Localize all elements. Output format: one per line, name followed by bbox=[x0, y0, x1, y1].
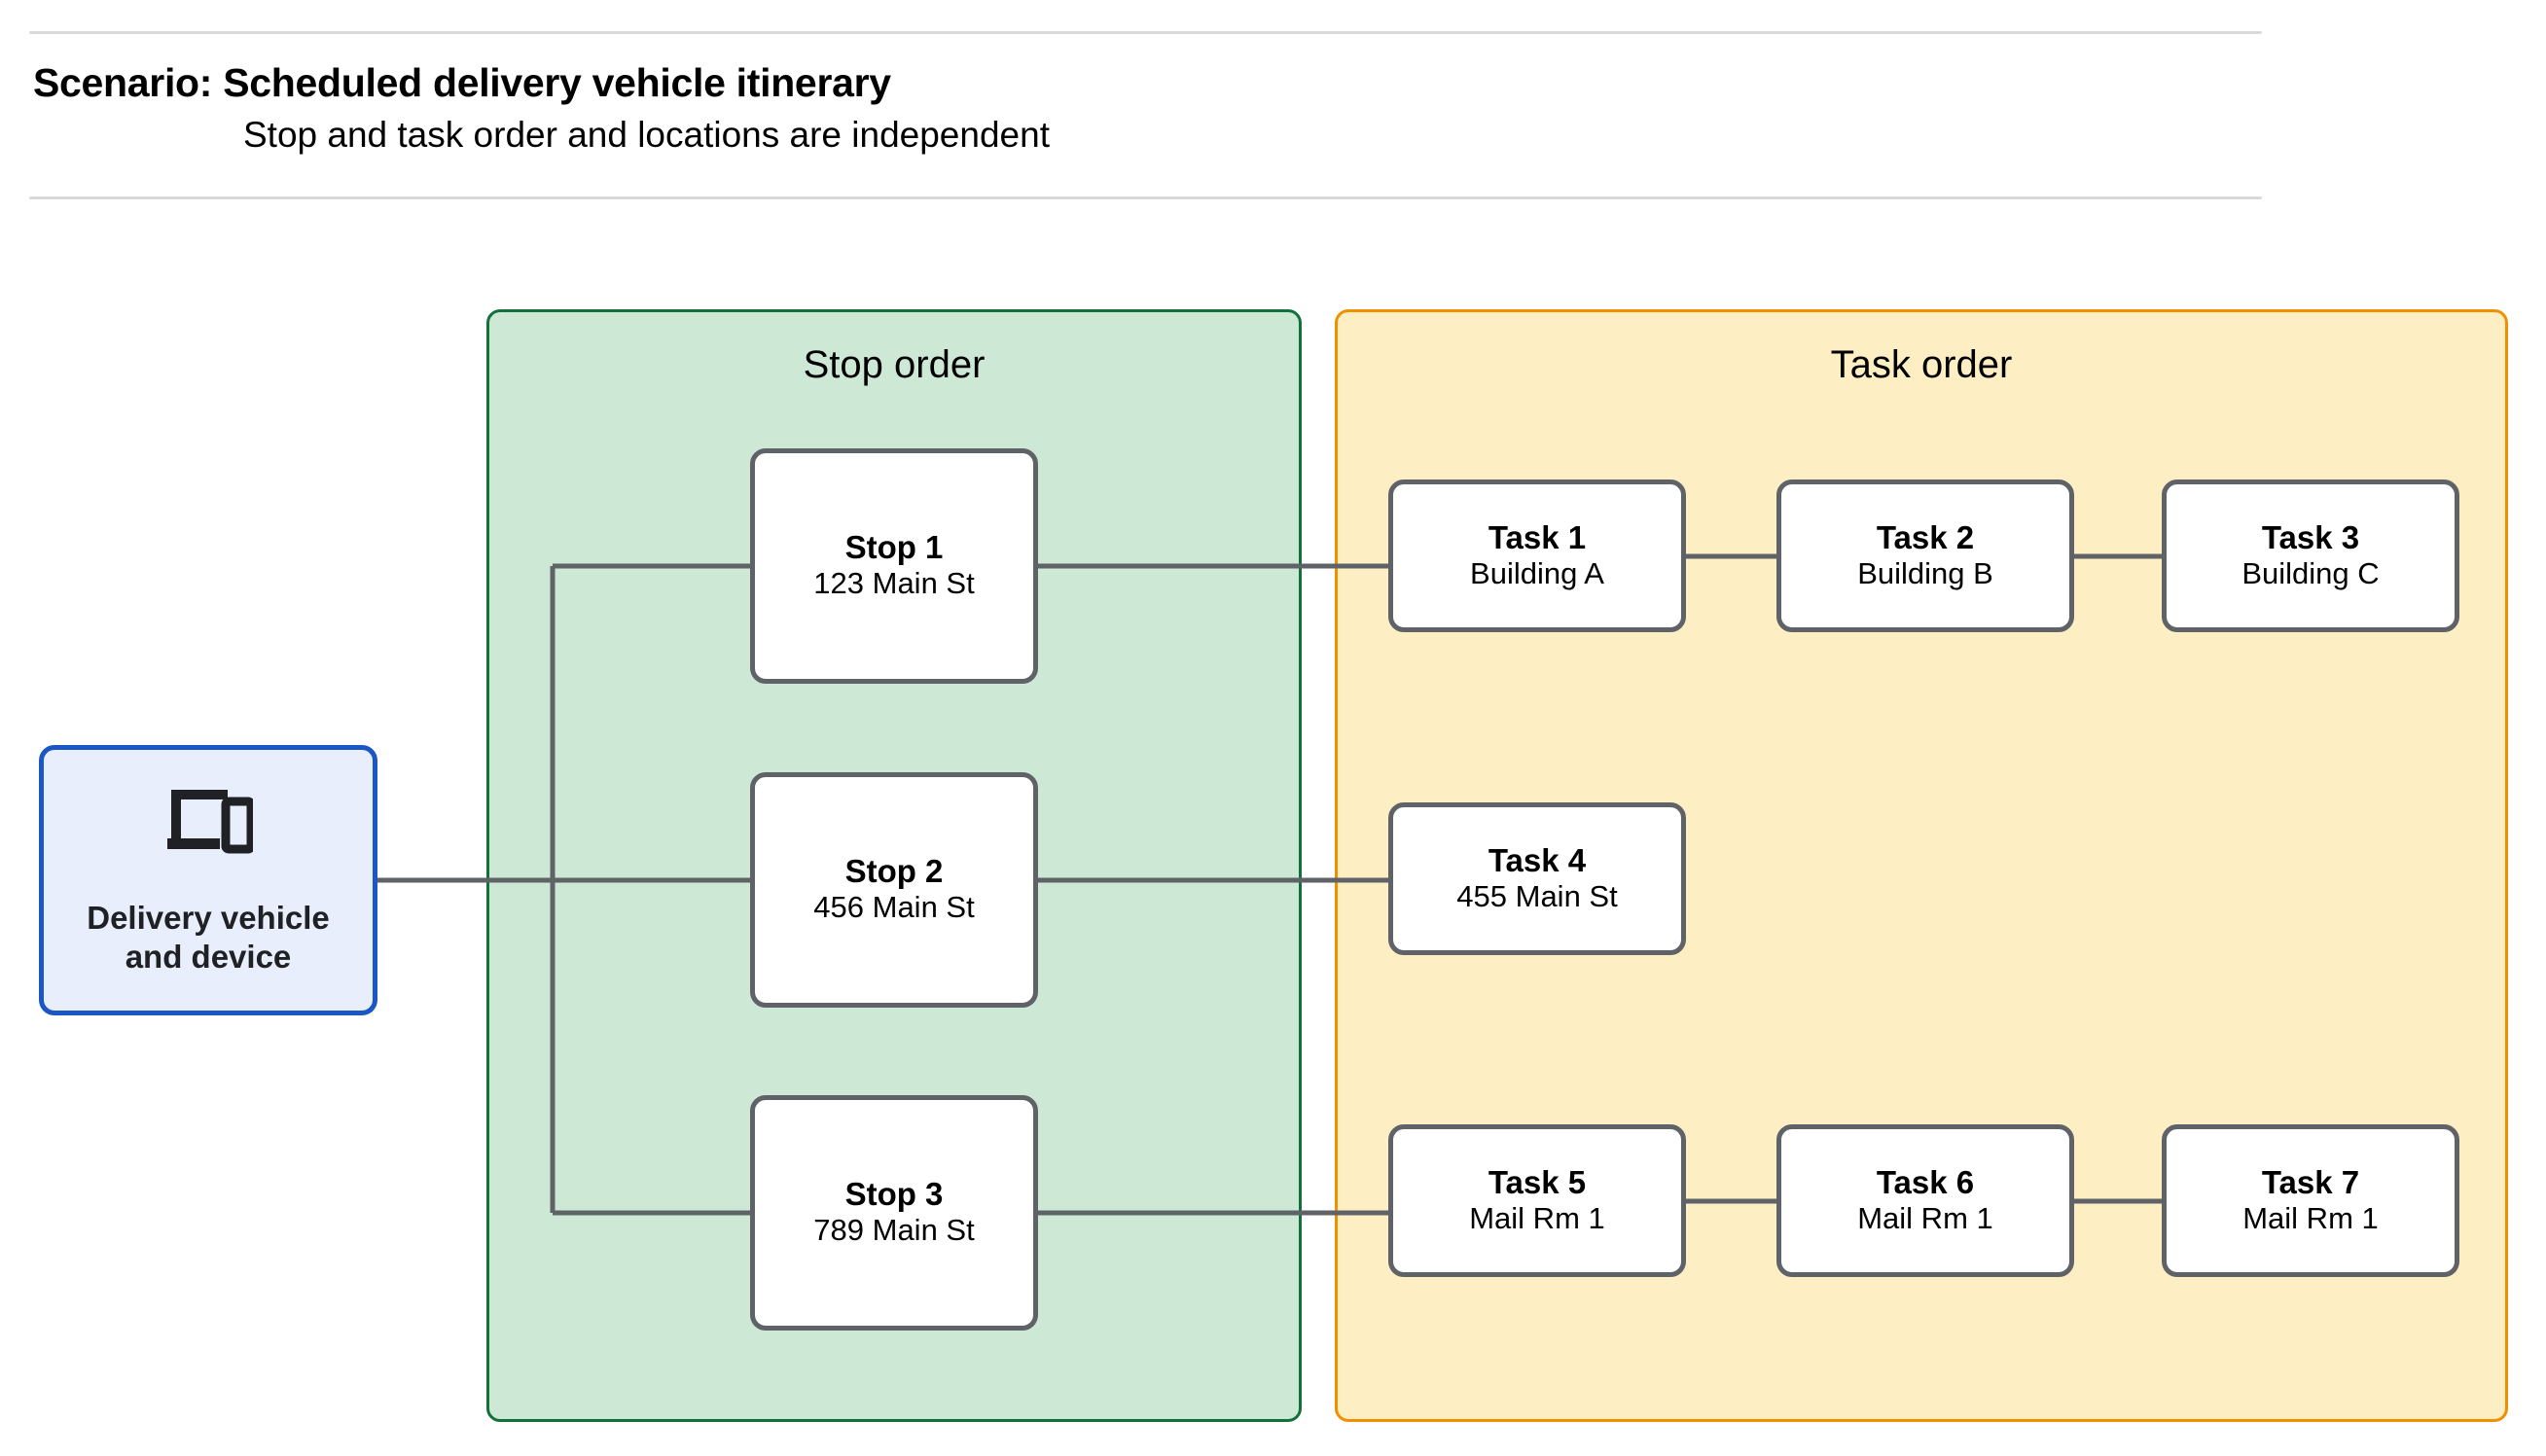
task-node-location: Building B bbox=[1857, 555, 1993, 590]
task-node-title: Task 7 bbox=[2261, 1163, 2360, 1200]
stop-node-title: Stop 1 bbox=[844, 529, 944, 566]
task-node-title: Task 4 bbox=[1488, 841, 1587, 878]
task-node-location: Mail Rm 1 bbox=[2242, 1200, 2379, 1235]
task-node-5[interactable]: Task 5 Mail Rm 1 bbox=[1388, 1124, 1686, 1277]
task-node-title: Task 3 bbox=[2261, 518, 2360, 555]
header-divider-top bbox=[29, 31, 2262, 34]
task-node-7[interactable]: Task 7 Mail Rm 1 bbox=[2162, 1124, 2459, 1277]
task-node-6[interactable]: Task 6 Mail Rm 1 bbox=[1776, 1124, 2074, 1277]
task-node-title: Task 6 bbox=[1876, 1163, 1975, 1200]
stop-node-address: 123 Main St bbox=[813, 566, 975, 601]
task-node-location: Building A bbox=[1470, 555, 1604, 590]
task-node-location: Building C bbox=[2241, 555, 2380, 590]
task-node-location: 455 Main St bbox=[1456, 878, 1618, 913]
task-node-location: Mail Rm 1 bbox=[1857, 1200, 1993, 1235]
header-divider-bottom bbox=[29, 196, 2262, 199]
task-node-2[interactable]: Task 2 Building B bbox=[1776, 479, 2074, 632]
stop-node-2[interactable]: Stop 2 456 Main St bbox=[750, 772, 1038, 1008]
task-node-title: Task 2 bbox=[1876, 518, 1975, 555]
stop-node-3[interactable]: Stop 3 789 Main St bbox=[750, 1095, 1038, 1331]
delivery-vehicle-device-node[interactable]: Delivery vehicle and device bbox=[39, 745, 377, 1015]
task-node-title: Task 1 bbox=[1488, 518, 1587, 555]
task-node-3[interactable]: Task 3 Building C bbox=[2162, 479, 2459, 632]
task-node-location: Mail Rm 1 bbox=[1469, 1200, 1605, 1235]
devices-icon bbox=[167, 789, 253, 854]
stop-node-address: 456 Main St bbox=[813, 890, 975, 925]
task-node-4[interactable]: Task 4 455 Main St bbox=[1388, 802, 1686, 955]
task-order-panel-title: Task order bbox=[1830, 343, 2013, 386]
stop-order-panel-title: Stop order bbox=[803, 343, 986, 386]
task-node-title: Task 5 bbox=[1488, 1163, 1587, 1200]
stop-node-title: Stop 2 bbox=[844, 853, 944, 890]
stop-node-1[interactable]: Stop 1 123 Main St bbox=[750, 448, 1038, 684]
device-node-label: Delivery vehicle and device bbox=[87, 899, 330, 975]
page-subtitle: Stop and task order and locations are in… bbox=[243, 115, 1050, 155]
stop-node-title: Stop 3 bbox=[844, 1176, 944, 1213]
page-title: Scenario: Scheduled delivery vehicle iti… bbox=[33, 60, 891, 105]
stop-node-address: 789 Main St bbox=[813, 1213, 975, 1248]
task-node-1[interactable]: Task 1 Building A bbox=[1388, 479, 1686, 632]
